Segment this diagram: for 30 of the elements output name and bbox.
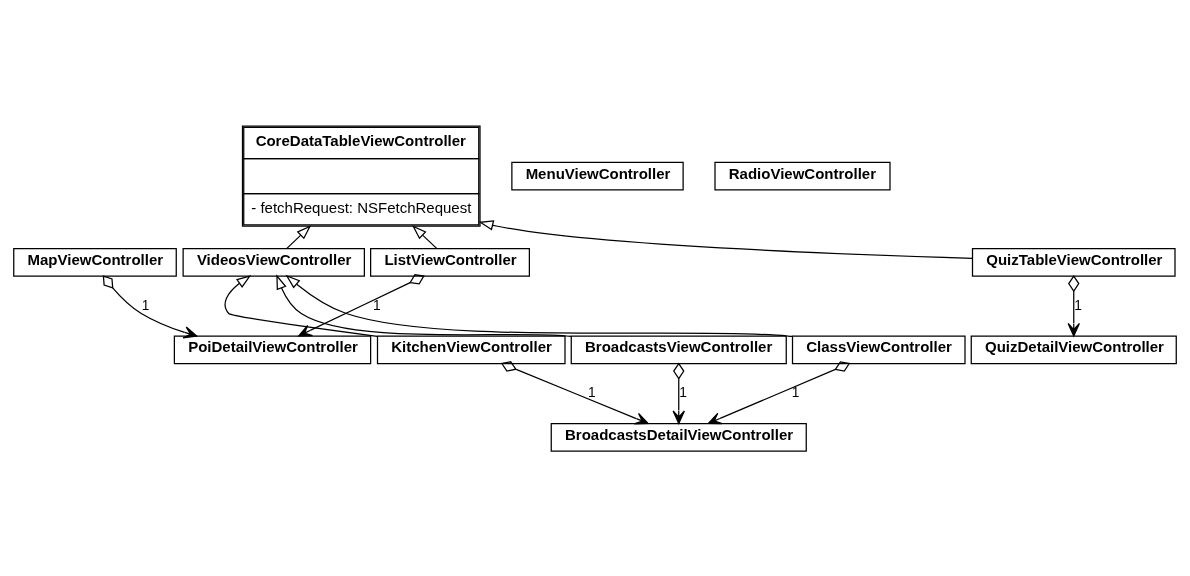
edge-label: 1: [679, 384, 687, 400]
arrow: [276, 273, 572, 337]
arrow: [478, 219, 973, 259]
node-box: PoiDetailViewController: [173, 334, 372, 364]
node-box: MapViewController: [13, 247, 177, 277]
arrow: [672, 361, 685, 424]
node-box: QuizTableViewController: [971, 247, 1176, 277]
arrow: [707, 360, 851, 424]
node-box: RadioViewController: [714, 161, 891, 190]
edge-label: 1: [141, 297, 150, 312]
node-box: ListViewController: [370, 247, 530, 277]
edge-label: 1: [588, 384, 596, 400]
node-box: MenuViewController: [511, 161, 684, 190]
arrow: [298, 273, 425, 337]
edge-label: 1: [1074, 297, 1082, 312]
node-box: BroadcastsViewController: [570, 334, 787, 364]
node-box: QuizDetailViewController: [970, 334, 1177, 364]
node-box: ClassViewController: [791, 334, 966, 364]
arrow: [224, 274, 378, 337]
arrow: [1067, 274, 1080, 337]
node-box: VideosViewController: [182, 247, 365, 277]
arrow: [412, 224, 438, 249]
node-box: KitchenViewController: [376, 334, 566, 364]
arrow: [286, 224, 312, 249]
node-box: BroadcastsDetailViewController: [550, 422, 807, 452]
edge-label: 1: [373, 297, 381, 312]
arrow: [102, 274, 198, 338]
edge-label: 1: [791, 384, 800, 400]
arrow: [500, 360, 649, 424]
arrow: [285, 274, 793, 337]
